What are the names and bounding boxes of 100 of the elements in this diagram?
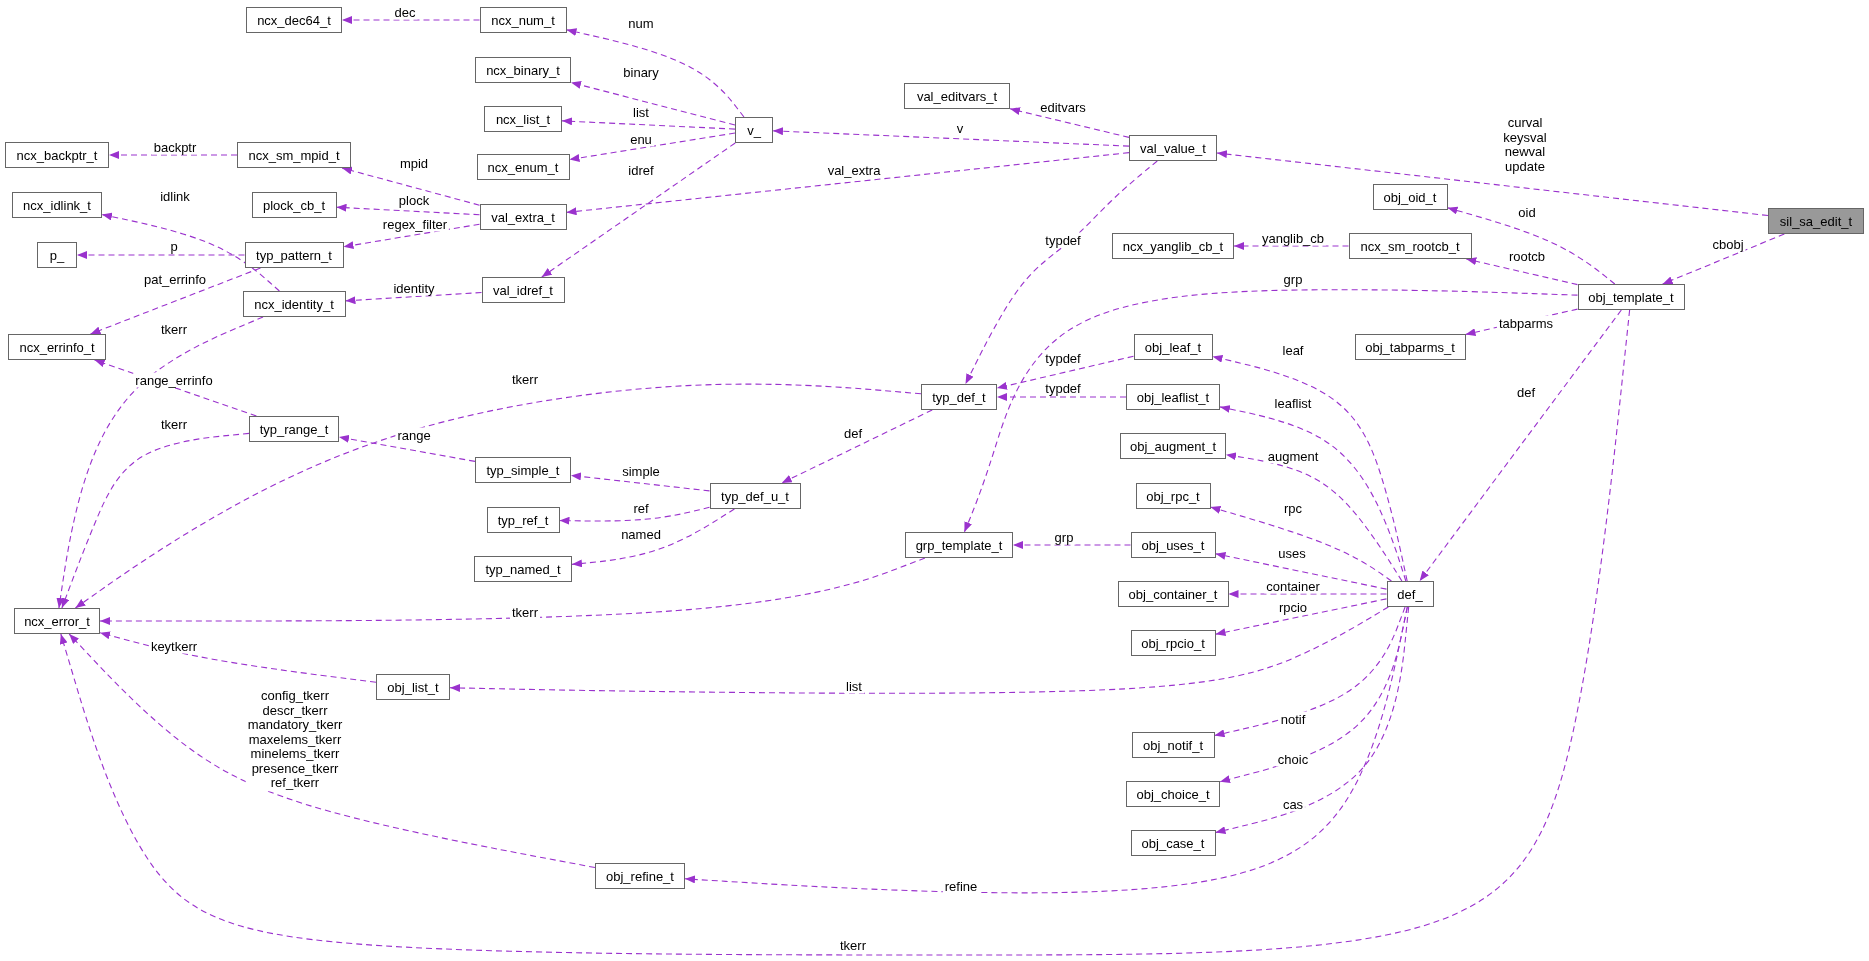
arrow (1012, 541, 1132, 549)
arrow (74, 383, 922, 609)
edge-label: notif (1278, 711, 1308, 727)
class-box (1126, 384, 1220, 410)
arrow (684, 606, 1408, 894)
arrow (996, 393, 1127, 401)
arrow (558, 506, 711, 525)
class-box (1129, 135, 1217, 161)
class-name: ncx_idlink_t (23, 197, 91, 213)
arrow (1213, 606, 1406, 738)
class-box (479, 204, 567, 230)
arrow (1211, 354, 1408, 582)
class-name: obj_augment_t (1130, 438, 1216, 454)
arrow (344, 292, 483, 305)
class-box (1348, 233, 1472, 259)
arrow (341, 16, 481, 24)
class-name: ncx_sm_rootcb_t (1360, 238, 1460, 254)
class-name: obj_rpcio_t (1141, 635, 1205, 651)
class-name: obj_uses_t (1141, 537, 1205, 553)
arrow (68, 633, 596, 869)
arrow (1446, 206, 1616, 285)
class-name: typ_range_t (259, 421, 329, 437)
class-name: typ_def_u_t (721, 488, 789, 504)
class-box (481, 277, 565, 303)
class-box (1133, 334, 1213, 360)
arrow (59, 309, 1631, 956)
class-name: ncx_list_t (495, 111, 551, 127)
class-name: val_editvars_t (916, 88, 998, 104)
class-name: sil_sa_edit_t (1779, 213, 1853, 229)
class-name: ncx_yanglib_cb_t (1122, 238, 1224, 254)
class-box (1131, 732, 1215, 758)
edge-label: curval keysval newval update (1501, 116, 1549, 174)
class-box (1135, 483, 1211, 509)
arrow (99, 557, 926, 625)
class-name: plock_cb_t (262, 197, 326, 213)
class-name: obj_leaflist_t (1136, 389, 1210, 405)
arrow (1214, 606, 1410, 835)
arrow (1225, 452, 1403, 582)
class-name: typ_pattern_t (256, 247, 332, 263)
class-name: val_extra_t (491, 209, 555, 225)
class-name: ncx_backptr_t (16, 147, 98, 163)
class-name: val_idref_t (493, 282, 553, 298)
arrow (1214, 598, 1388, 637)
class-box (476, 154, 570, 180)
arrow (963, 289, 1579, 533)
class-box (905, 532, 1013, 558)
class-name: p_ (49, 247, 65, 263)
class-box (1386, 581, 1434, 607)
class-box (242, 291, 346, 317)
class-name: val_value_t (1140, 140, 1206, 156)
arrow (99, 631, 377, 683)
arrow (772, 127, 1130, 147)
class-name: typ_named_t (485, 561, 561, 577)
arrow (570, 81, 736, 126)
class-name: obj_oid_t (1383, 189, 1437, 205)
class-box (1130, 630, 1216, 656)
class-box (251, 192, 337, 218)
class-box (484, 106, 562, 132)
class-box (475, 57, 571, 83)
arrow (568, 132, 736, 162)
arrow (1233, 242, 1350, 250)
edge-label: tabparms (1496, 315, 1556, 331)
arrow (1465, 257, 1579, 286)
class-box (475, 457, 571, 483)
class-box (12, 192, 102, 218)
arrow (565, 28, 745, 118)
arrow (1216, 150, 1769, 217)
arrow (341, 166, 481, 206)
class-box (5, 142, 109, 168)
arrow (101, 212, 280, 292)
arrow (61, 432, 250, 609)
arrow (56, 316, 264, 609)
class-box (1120, 433, 1226, 459)
arrow (571, 508, 735, 568)
arrow (561, 117, 736, 130)
class-box (735, 117, 773, 143)
class-box (1112, 233, 1234, 259)
class-box (921, 384, 997, 410)
class-name: typ_ref_t (497, 512, 549, 528)
arrow (335, 203, 481, 216)
arrow (1662, 233, 1785, 285)
class-name: obj_rpc_t (1146, 488, 1200, 504)
edge-label: range (395, 427, 433, 443)
class-name: ncx_error_t (24, 613, 90, 629)
class-box (37, 242, 77, 268)
class-box (1130, 532, 1216, 558)
class-name: ncx_binary_t (486, 62, 560, 78)
arrow (108, 151, 238, 159)
class-box (244, 242, 344, 268)
class-name: ncx_num_t (491, 12, 555, 28)
class-box (474, 556, 572, 582)
arrow (1227, 590, 1388, 598)
class-box (249, 416, 339, 442)
class-name: obj_leaf_t (1144, 339, 1202, 355)
arrow (565, 152, 1130, 216)
class-box (237, 142, 351, 168)
class-box (246, 7, 342, 33)
class-box (14, 608, 100, 634)
arrow (541, 142, 736, 278)
class-name: obj_case_t (1141, 835, 1205, 851)
